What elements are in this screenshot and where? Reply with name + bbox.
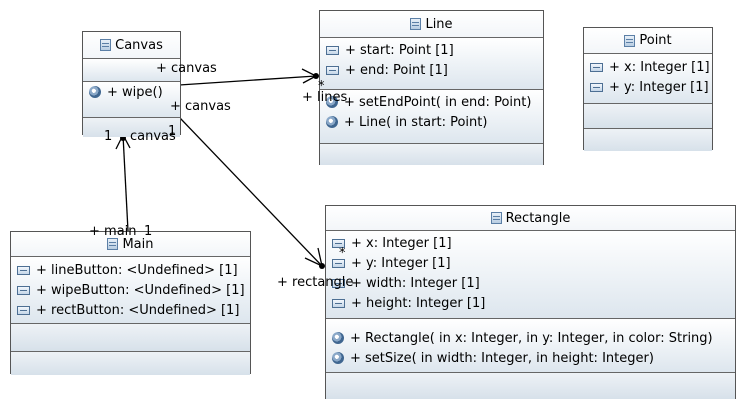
operation-row[interactable]: + wipe(): [83, 82, 180, 102]
attribute-icon: [17, 285, 30, 295]
operation-icon: [89, 86, 101, 98]
attribute-icon: [17, 305, 30, 315]
attribute-icon: [590, 62, 603, 72]
ownership-dot-line: [313, 73, 319, 79]
class-point-attributes: + x: Integer [1] + y: Integer [1]: [584, 54, 712, 104]
operation-row[interactable]: + Rectangle( in x: Integer, in y: Intege…: [326, 328, 735, 348]
operation-icon: [326, 116, 338, 128]
class-rectangle-header: Rectangle: [326, 206, 735, 231]
class-icon: [100, 39, 112, 51]
edge-label-canvas-multiplicity-main: 1: [104, 129, 113, 144]
class-main-header: Main: [11, 232, 250, 257]
attribute-row[interactable]: + height: Integer [1]: [326, 293, 735, 313]
class-point-operations: [584, 104, 712, 129]
class-canvas-operations: + wipe(): [83, 82, 180, 118]
edge-label-main-role: + main: [89, 224, 137, 239]
class-point-extra: [584, 129, 712, 151]
class-main-name: Main: [122, 236, 154, 252]
edge-label-canvas-multiplicity-rect: 1: [168, 124, 177, 139]
attribute-icon: [332, 298, 345, 308]
attribute-row[interactable]: + start: Point [1]: [320, 40, 543, 60]
attribute-icon: [17, 265, 30, 275]
edge-label-rectangle-role: + rectangle: [277, 275, 354, 290]
class-canvas-extra: [83, 118, 180, 137]
edge-canvas-line: [163, 75, 317, 87]
class-rectangle-extra: [326, 373, 735, 399]
attribute-row[interactable]: + lineButton: <Undefined> [1]: [11, 260, 250, 280]
class-main-extra: [11, 352, 250, 375]
class-point-name: Point: [639, 33, 672, 48]
class-rectangle-operations: + Rectangle( in x: Integer, in y: Intege…: [326, 319, 735, 373]
operation-icon: [326, 96, 338, 108]
attribute-row[interactable]: + y: Integer [1]: [326, 253, 735, 273]
edge-label-main-multiplicity: 1: [144, 224, 153, 239]
class-point-header: Point: [584, 28, 712, 54]
operation-row[interactable]: + Line( in start: Point): [320, 112, 543, 132]
class-rectangle-name: Rectangle: [505, 210, 571, 226]
attribute-row[interactable]: + end: Point [1]: [320, 60, 543, 80]
class-main-operations: [11, 324, 250, 352]
attribute-row[interactable]: + y: Integer [1]: [584, 77, 712, 97]
class-icon: [490, 212, 502, 224]
class-canvas[interactable]: Canvas + wipe(): [82, 31, 181, 137]
edge-label-rectangle-multiplicity: *: [339, 246, 346, 261]
class-main-attributes: + lineButton: <Undefined> [1] + wipeButt…: [11, 257, 250, 324]
attribute-icon: [332, 238, 345, 248]
class-line-header: Line: [320, 11, 543, 38]
class-line-name: Line: [425, 16, 453, 32]
class-line-extra: [320, 144, 543, 165]
class-icon: [624, 34, 636, 47]
ownership-dot-rectangle: [319, 263, 325, 269]
class-canvas-attributes: [83, 59, 180, 82]
attribute-icon: [332, 278, 345, 288]
attribute-row[interactable]: + x: Integer [1]: [584, 57, 712, 77]
class-line-attributes: + start: Point [1] + end: Point [1]: [320, 38, 543, 90]
operation-icon: [332, 352, 344, 364]
edge-label-line-multiplicity: *: [318, 79, 325, 94]
class-line[interactable]: Line + start: Point [1] + end: Point [1]…: [319, 10, 544, 165]
edge-label-canvas-role: + canvas: [156, 61, 217, 76]
edge-label-canvas-role-main: canvas: [130, 129, 176, 144]
attribute-icon: [332, 258, 345, 268]
attribute-row[interactable]: + wipeButton: <Undefined> [1]: [11, 280, 250, 300]
class-main[interactable]: Main + lineButton: <Undefined> [1] + wip…: [10, 231, 251, 375]
class-canvas-header: Canvas: [83, 32, 180, 59]
class-canvas-name: Canvas: [115, 37, 163, 53]
class-line-operations: + setEndPoint( in end: Point) + Line( in…: [320, 90, 543, 144]
edge-canvas-rectangle: [179, 117, 323, 267]
attribute-row[interactable]: + rectButton: <Undefined> [1]: [11, 300, 250, 320]
edge-label-canvas-role-rect: + canvas: [170, 99, 231, 114]
attribute-icon: [326, 65, 339, 75]
class-icon: [410, 18, 422, 30]
class-rectangle[interactable]: Rectangle + x: Integer [1] + y: Integer …: [325, 205, 736, 399]
class-icon: [107, 238, 119, 250]
operation-row[interactable]: + setSize( in width: Integer, in height:…: [326, 348, 735, 368]
operation-icon: [332, 332, 344, 344]
class-rectangle-attributes: + x: Integer [1] + y: Integer [1] + widt…: [326, 231, 735, 319]
class-point[interactable]: Point + x: Integer [1] + y: Integer [1]: [583, 27, 713, 151]
attribute-row[interactable]: + width: Integer [1]: [326, 273, 735, 293]
attribute-row[interactable]: + x: Integer [1]: [326, 233, 735, 253]
edge-main-canvas: [122, 134, 129, 232]
operation-row[interactable]: + setEndPoint( in end: Point): [320, 92, 543, 112]
edge-label-lines-role: + lines: [302, 90, 348, 105]
attribute-icon: [326, 45, 339, 55]
attribute-icon: [590, 82, 603, 92]
